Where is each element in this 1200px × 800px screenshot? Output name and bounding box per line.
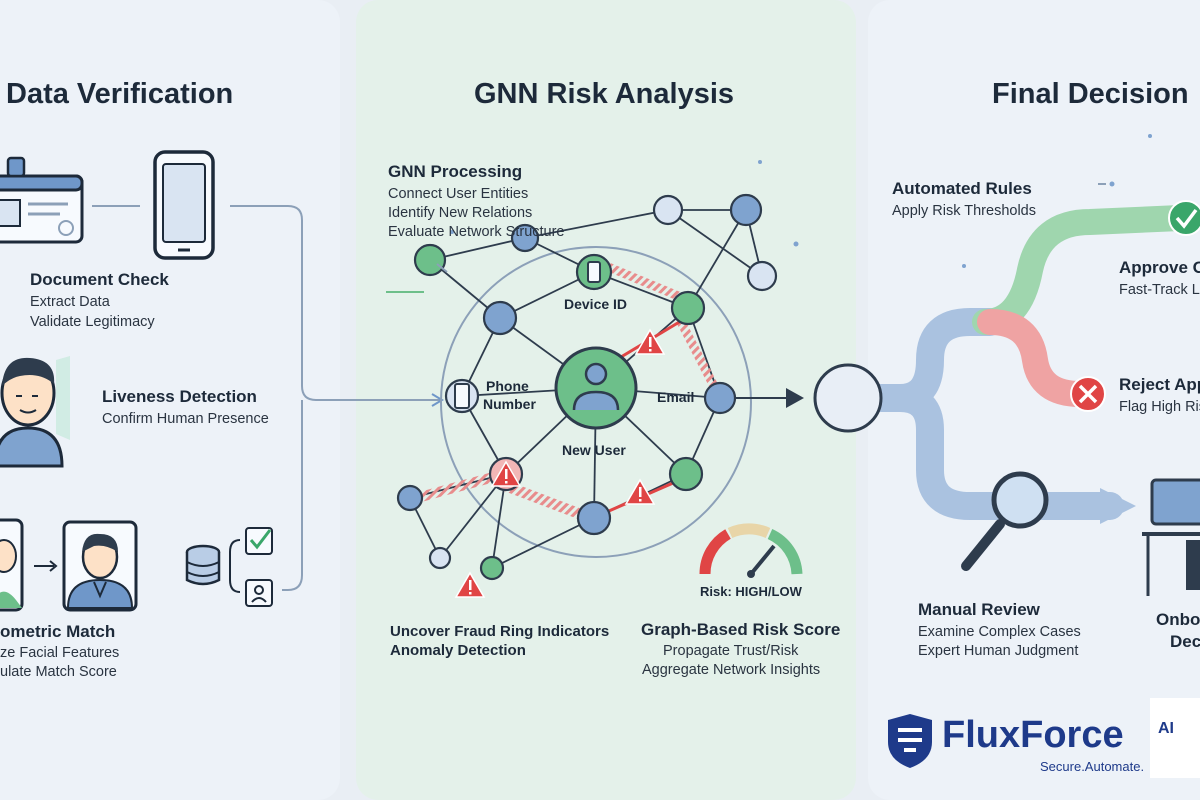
- approve-check-icon: [1168, 200, 1200, 236]
- brand-name: FluxForce: [942, 714, 1124, 756]
- gnn-processing-line: Identify New Relations: [388, 205, 533, 221]
- decorative-dots: [962, 134, 1152, 268]
- risk-score-line: Aggregate Network Insights: [642, 662, 821, 678]
- manual-flow-arrow-icon: [1100, 488, 1136, 524]
- risk-gauge-label: Risk: HIGH/LOW: [700, 584, 802, 599]
- user-badge-icon: [245, 579, 273, 607]
- reject-x-icon: [1070, 376, 1106, 412]
- decision-text: Dec: [1170, 632, 1200, 651]
- manual-review-line: Examine Complex Cases: [918, 624, 1081, 640]
- document-check-line: Validate Legitimacy: [30, 314, 155, 330]
- risk-gauge-icon: [699, 523, 803, 578]
- magnifier-icon: [961, 471, 1049, 571]
- checklist-icon: [245, 527, 273, 555]
- email-label: Email: [657, 389, 695, 405]
- bracket-line: [229, 539, 241, 593]
- branch-flow: [886, 308, 1004, 412]
- brand-tagline: Secure.Automate.: [1040, 759, 1145, 774]
- manual-review-line: Expert Human Judgment: [918, 643, 1079, 659]
- reject-line: Flag High Ris: [1119, 399, 1200, 415]
- biometric-face-right-icon: [62, 520, 138, 612]
- smartphone-icon: [153, 150, 215, 260]
- manual-review-heading: Manual Review: [918, 600, 1040, 619]
- warning-icon: [634, 328, 666, 355]
- decorative-dots: [450, 160, 799, 247]
- arrow-head-icon: [49, 560, 58, 572]
- reject-heading: Reject App: [1119, 375, 1200, 394]
- gnn-processing-line: Evaluate Network Structure: [388, 224, 565, 240]
- document-check-heading: Document Check: [30, 270, 169, 289]
- onboard-text: Onbo: [1156, 610, 1200, 629]
- manual-review-flow: [838, 384, 1124, 520]
- biometric-line: ulate Match Score: [0, 664, 117, 680]
- warning-icon: [454, 571, 486, 598]
- approve-line: Fast-Track L: [1119, 282, 1200, 298]
- anomaly-detection-text: Anomaly Detection: [390, 642, 526, 659]
- phone-label: Phone: [486, 378, 529, 394]
- fraud-ring-text: Uncover Fraud Ring Indicators: [390, 623, 610, 640]
- gnn-processing-line: Connect User Entities: [388, 186, 529, 202]
- decision-title: Final Decision: [992, 78, 1189, 110]
- gnn-processing-heading: GNN Processing: [388, 162, 523, 181]
- risk-score-line: Propagate Trust/Risk: [663, 643, 799, 659]
- gnn-title: GNN Risk Analysis: [474, 78, 735, 110]
- phone-number-label: Number: [483, 396, 536, 412]
- flow-connector: [230, 205, 440, 591]
- verification-title: Data Verification: [6, 78, 234, 110]
- biometric-face-left-icon: [0, 518, 24, 612]
- new-user-node: [554, 346, 638, 430]
- new-user-label: New User: [562, 442, 626, 458]
- brand-backdrop: [1150, 698, 1200, 778]
- document-check-line: Extract Data: [30, 294, 110, 310]
- phone-node-icon: [454, 383, 470, 409]
- biometric-line: ze Facial Features: [0, 645, 120, 661]
- database-icon: [185, 544, 221, 586]
- fluxforce-shield-logo-icon: [888, 714, 932, 768]
- decorative-lines: [386, 263, 448, 293]
- liveness-line: Confirm Human Presence: [102, 411, 269, 427]
- automated-rules-line: Apply Risk Thresholds: [892, 203, 1036, 219]
- network-boundary: [440, 246, 752, 558]
- device-id-label: Device ID: [564, 296, 628, 312]
- face-scan-icon: [0, 356, 70, 468]
- id-card-icon: [0, 156, 84, 244]
- biometric-heading: ometric Match: [0, 622, 116, 641]
- decision-node: [813, 363, 883, 433]
- approve-heading: Approve O: [1119, 258, 1200, 277]
- risk-score-heading: Graph-Based Risk Score: [641, 620, 841, 639]
- brand-suffix: AI: [1158, 720, 1174, 737]
- device-id-node: [575, 253, 613, 291]
- reject-flow: [977, 309, 1093, 407]
- liveness-heading: Liveness Detection: [102, 387, 257, 406]
- warning-icon: [490, 460, 522, 487]
- workstation-icon: [1142, 478, 1200, 596]
- warning-icon: [624, 478, 656, 505]
- suspicious-edges: [412, 262, 722, 522]
- output-arrow-head-icon: [786, 388, 804, 408]
- automated-rules-heading: Automated Rules: [892, 179, 1032, 198]
